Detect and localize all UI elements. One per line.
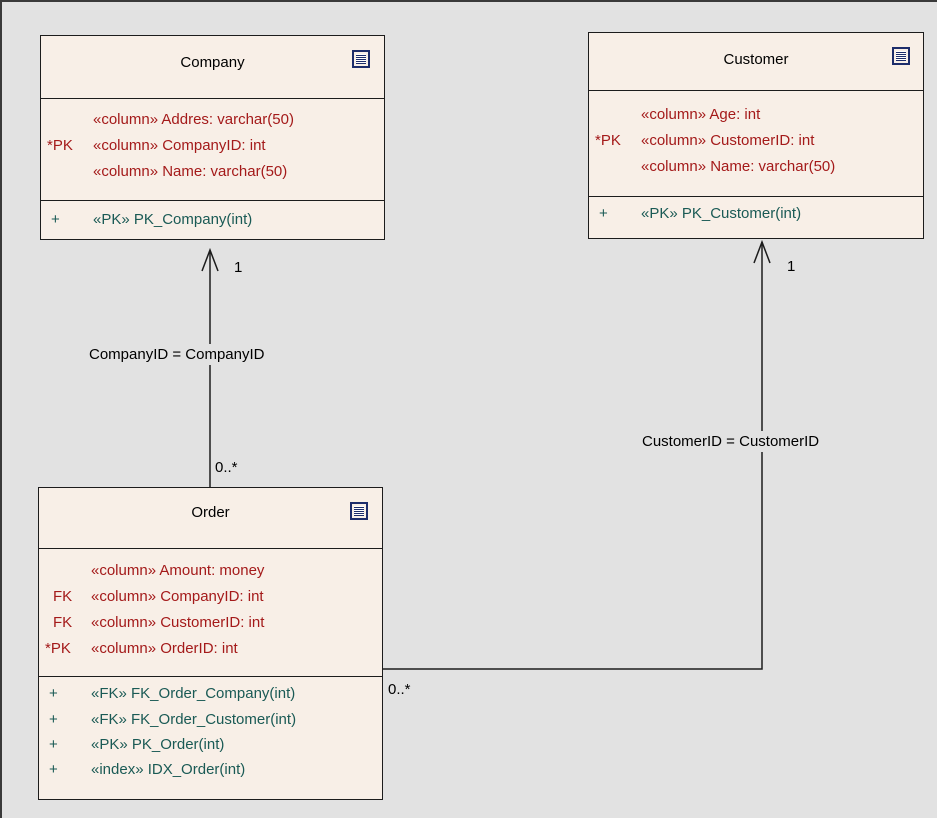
table-icon (352, 50, 370, 68)
customer-relationship-line[interactable] (382, 242, 763, 670)
company-arrowhead-icon (201, 247, 219, 272)
company-relationship-label[interactable]: CompanyID = CompanyID (89, 344, 265, 365)
column-row[interactable]: *PK «column» CustomerID: int (589, 129, 923, 153)
operation-text: «FK» FK_Order_Customer(int) (91, 711, 297, 728)
column-text: «column» Addres: varchar(50) (93, 111, 294, 128)
operation-prefix: + (49, 761, 58, 778)
column-prefix: *PK (47, 137, 73, 154)
customer-target-multiplicity: 1 (787, 258, 796, 275)
column-prefix: *PK (595, 132, 621, 149)
customer-columns: «column» Age: int *PK «column» CustomerI… (589, 91, 923, 197)
table-icon (892, 47, 910, 65)
order-operations: + «FK» FK_Order_Company(int) + «FK» FK_O… (39, 677, 382, 799)
column-text: «column» Amount: money (91, 562, 265, 579)
column-row[interactable]: *PK «column» CompanyID: int (41, 134, 384, 158)
company-operations: + «PK» PK_Company(int) (41, 201, 384, 239)
operation-row[interactable]: + «index» IDX_Order(int) (39, 758, 382, 782)
column-row[interactable]: «column» Name: varchar(50) (589, 155, 923, 179)
column-row[interactable]: «column» Name: varchar(50) (41, 160, 384, 184)
customer-table-header: Customer (589, 33, 923, 91)
operation-prefix: + (51, 211, 60, 228)
company-table-title: Company (180, 54, 245, 71)
operation-row[interactable]: + «PK» PK_Customer(int) (589, 202, 923, 226)
company-target-multiplicity: 1 (234, 259, 243, 276)
operation-prefix: + (49, 711, 58, 728)
column-text: «column» CompanyID: int (91, 588, 264, 605)
operation-prefix: + (49, 736, 58, 753)
column-row[interactable]: «column» Age: int (589, 103, 923, 127)
operation-text: «FK» FK_Order_Company(int) (91, 685, 296, 702)
company-table-header: Company (41, 36, 384, 99)
column-text: «column» Name: varchar(50) (93, 163, 288, 180)
operation-prefix: + (599, 205, 608, 222)
order-table[interactable]: Order «column» Amount: money FK «column»… (38, 487, 383, 800)
column-row[interactable]: FK «column» CustomerID: int (39, 611, 382, 635)
column-text: «column» Age: int (641, 106, 761, 123)
customer-relationship-label[interactable]: CustomerID = CustomerID (642, 431, 820, 452)
operation-text: «PK» PK_Company(int) (93, 211, 253, 228)
order-table-title: Order (191, 504, 230, 521)
company-source-multiplicity: 0..* (215, 459, 238, 476)
operation-row[interactable]: + «FK» FK_Order_Company(int) (39, 682, 382, 706)
column-row[interactable]: «column» Amount: money (39, 559, 382, 583)
column-text: «column» CustomerID: int (641, 132, 815, 149)
operation-row[interactable]: + «PK» PK_Company(int) (41, 208, 384, 232)
operation-text: «index» IDX_Order(int) (91, 761, 246, 778)
operation-text: «PK» PK_Order(int) (91, 736, 225, 753)
column-prefix: *PK (45, 640, 71, 657)
operation-row[interactable]: + «PK» PK_Order(int) (39, 733, 382, 757)
column-text: «column» CustomerID: int (91, 614, 265, 631)
column-text: «column» OrderID: int (91, 640, 238, 657)
customer-source-multiplicity: 0..* (388, 681, 411, 698)
customer-arrowhead-icon (753, 239, 771, 264)
order-table-header: Order (39, 488, 382, 549)
column-row[interactable]: *PK «column» OrderID: int (39, 637, 382, 661)
company-table[interactable]: Company «column» Addres: varchar(50) *PK… (40, 35, 385, 240)
customer-table-title: Customer (723, 51, 789, 68)
operation-prefix: + (49, 685, 58, 702)
column-row[interactable]: FK «column» CompanyID: int (39, 585, 382, 609)
company-columns: «column» Addres: varchar(50) *PK «column… (41, 99, 384, 201)
column-prefix: FK (53, 588, 73, 605)
column-prefix: FK (53, 614, 73, 631)
column-text: «column» Name: varchar(50) (641, 158, 836, 175)
column-text: «column» CompanyID: int (93, 137, 266, 154)
column-row[interactable]: «column» Addres: varchar(50) (41, 108, 384, 132)
operation-text: «PK» PK_Customer(int) (641, 205, 802, 222)
customer-operations: + «PK» PK_Customer(int) (589, 197, 923, 238)
customer-table[interactable]: Customer «column» Age: int *PK «column» … (588, 32, 924, 239)
order-columns: «column» Amount: money FK «column» Compa… (39, 549, 382, 677)
table-icon (350, 502, 368, 520)
operation-row[interactable]: + «FK» FK_Order_Customer(int) (39, 708, 382, 732)
